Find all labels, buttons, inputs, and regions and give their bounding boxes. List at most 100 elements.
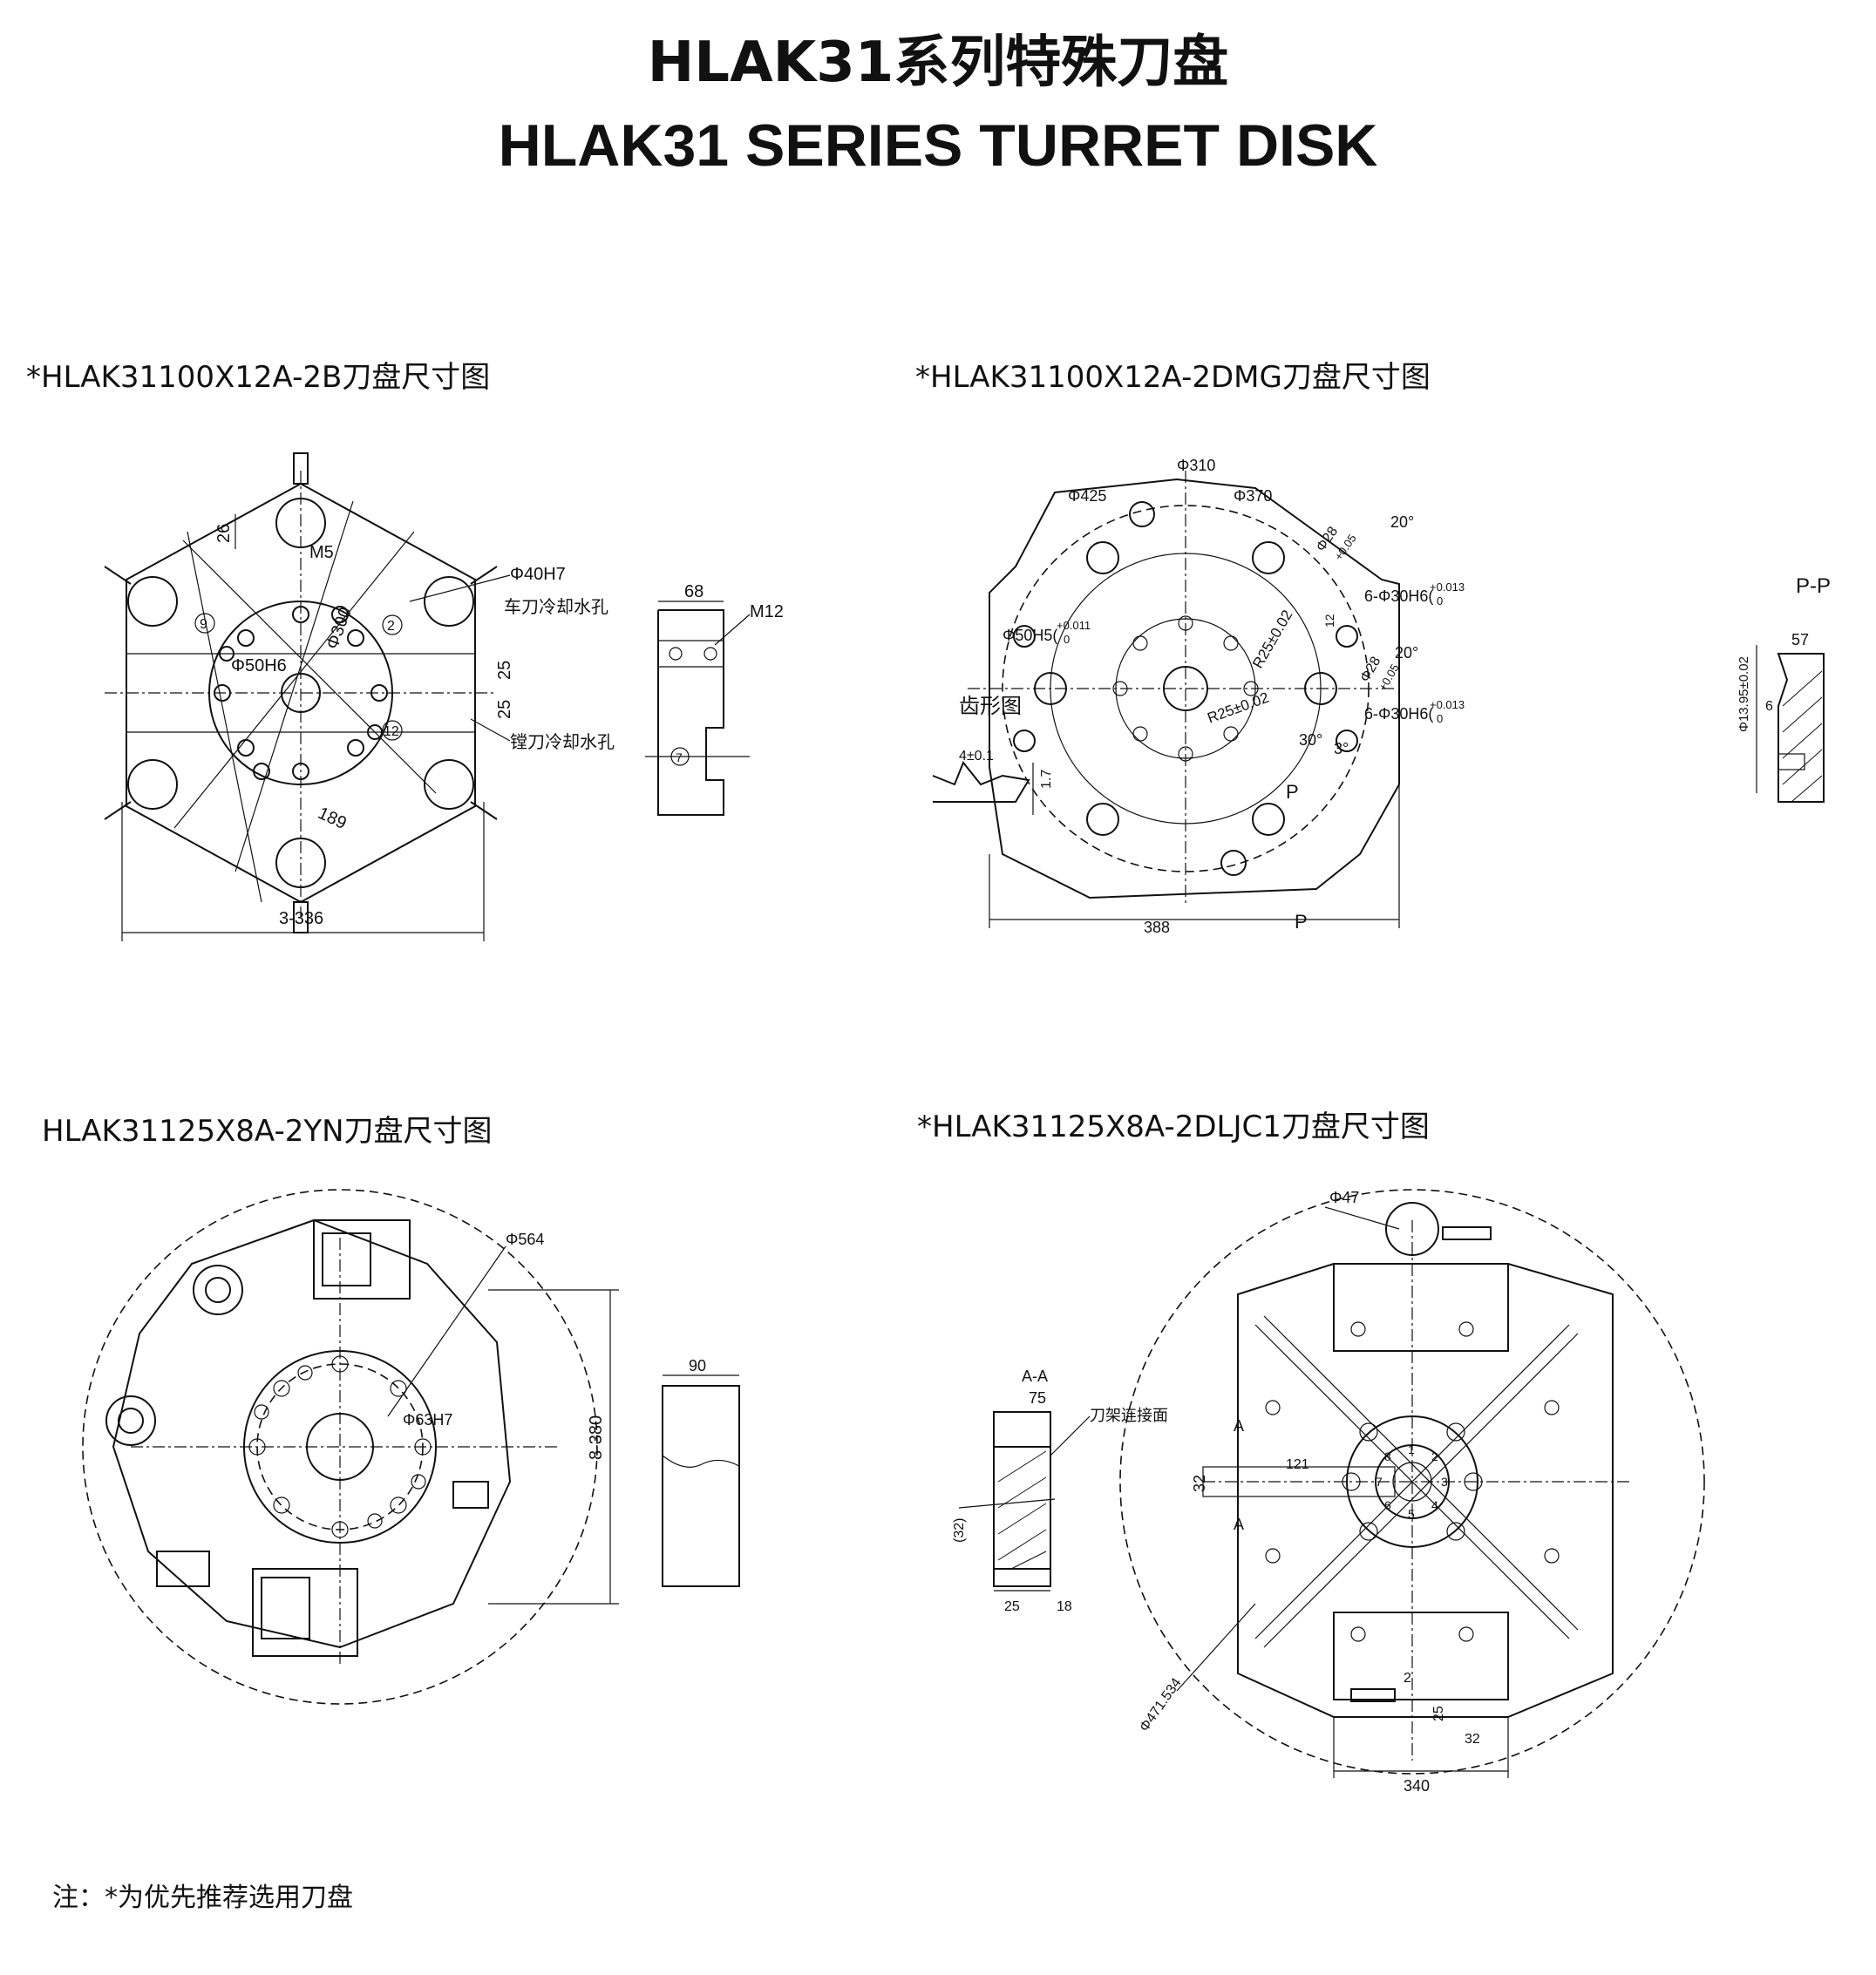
label-a1: A xyxy=(1234,1417,1244,1435)
label-a2: A xyxy=(1234,1516,1244,1533)
disk-outline xyxy=(989,478,1400,899)
aa-75: 75 xyxy=(1029,1389,1046,1407)
zero-a: 0 xyxy=(1437,594,1443,607)
aa-32p: (32) xyxy=(952,1518,967,1543)
caption-2b: *HLAK31100X12A-2B刀盘尺寸图 xyxy=(26,360,491,395)
label-9: 9 xyxy=(200,617,207,632)
dim-ang3: 3° xyxy=(1334,740,1349,757)
dim-8-380: 8-380 xyxy=(587,1415,606,1460)
pp-d1395: Φ13.95±0.02 xyxy=(1737,656,1751,732)
dim-ang30: 30° xyxy=(1299,731,1322,749)
ring-2: 2 xyxy=(1431,1449,1438,1463)
dim-d564: Φ564 xyxy=(506,1231,544,1248)
dim-2: 2 xyxy=(1404,1671,1411,1686)
caption-2yn: HLAK31125X8A-2YN刀盘尺寸图 xyxy=(42,1114,493,1149)
dim-r25: R25±0.02 xyxy=(1249,607,1295,671)
footnote: 注：*为优先推荐选用刀盘 xyxy=(52,1883,353,1913)
dim-388: 388 xyxy=(1144,919,1170,936)
dim-d310: Φ310 xyxy=(1177,457,1215,474)
ring-3: 3 xyxy=(1441,1475,1448,1489)
pcd-circle xyxy=(208,601,393,785)
side-view-2b: 68 M12 7 xyxy=(645,582,784,816)
bolt-holes-2yn xyxy=(248,1355,432,1538)
dim-d425: Φ425 xyxy=(1068,487,1106,505)
aa-title: A-A xyxy=(1022,1368,1048,1385)
dim-121: 121 xyxy=(1286,1457,1309,1472)
aa-18: 18 xyxy=(1057,1599,1072,1614)
center-bore xyxy=(281,673,321,713)
slots-2dljc1 xyxy=(1202,1315,1579,1648)
side-view-2yn: 90 xyxy=(662,1357,740,1587)
ring-1: 1 xyxy=(1408,1442,1415,1456)
dim-68: 68 xyxy=(684,582,704,601)
zero-b: 0 xyxy=(1064,633,1070,646)
dim-d50h5: Φ50H5( xyxy=(1003,627,1057,644)
aa-25: 25 xyxy=(1004,1599,1020,1614)
tol-0011: +0.011 xyxy=(1057,619,1091,632)
pp-6: 6 xyxy=(1765,699,1773,714)
label-12: 12 xyxy=(384,724,399,739)
dim-3-336: 3-336 xyxy=(279,909,323,928)
tooth-height: 1.7 xyxy=(1039,770,1054,789)
dim-32b: 32 xyxy=(1465,1732,1480,1747)
bolt-holes-2dljc1 xyxy=(1265,1321,1560,1642)
label-p-main: P xyxy=(1286,781,1299,803)
label-coolant-turning: 车刀冷却水孔 xyxy=(504,597,608,617)
drawing-2b: 9 2 12 26 M5 Φ40H7 车刀冷却水孔 Φ300 Φ50H6 25 … xyxy=(104,452,784,941)
tool-pockets-2dmg xyxy=(1013,501,1358,876)
dim-ang20b: 20° xyxy=(1395,644,1418,662)
ring-5: 5 xyxy=(1408,1507,1415,1521)
label-p-bottom: P xyxy=(1295,911,1308,933)
drawing-2dmg: 388 Φ425 Φ310 Φ370 20° Φ28 +0.05 6-Φ30H6… xyxy=(932,457,1831,936)
disk-body xyxy=(112,1218,512,1649)
pp-57: 57 xyxy=(1791,631,1809,648)
tol-0013a: +0.013 xyxy=(1430,580,1465,594)
dim-90: 90 xyxy=(689,1357,706,1374)
ring-8: 8 xyxy=(1384,1449,1391,1463)
dim-d370: Φ370 xyxy=(1234,487,1272,505)
tooth-title: 齿形图 xyxy=(959,695,1022,718)
title-en: HLAK31 SERIES TURRET DISK xyxy=(498,112,1378,179)
dim-d50h6: Φ50H6 xyxy=(231,656,287,675)
label-2: 2 xyxy=(387,619,395,634)
dim-25b: 25 xyxy=(495,700,514,719)
ring-7: 7 xyxy=(1376,1475,1383,1489)
caption-2dljc1: *HLAK31125X8A-2DLJC1刀盘尺寸图 xyxy=(917,1110,1430,1144)
aa-face: 刀架连接面 xyxy=(1090,1407,1168,1424)
dim-d30h6a: 6-Φ30H6( xyxy=(1364,587,1433,605)
drawing-2yn: Φ564 Φ63H7 8-380 90 xyxy=(82,1189,740,1705)
ring-6: 6 xyxy=(1384,1498,1391,1512)
dim-d30h6b: 6-Φ30H6( xyxy=(1364,705,1433,723)
caption-2dmg: *HLAK31100X12A-2DMG刀盘尺寸图 xyxy=(915,360,1431,395)
dim-r25b: R25±0.02 xyxy=(1205,689,1271,727)
pp-section: P-P Φ13.95±0.02 57 6 xyxy=(1737,574,1831,803)
pp-title: P-P xyxy=(1796,574,1831,598)
drawing-2dljc1: 1 2 3 4 5 6 7 8 Φ47 A A 32 121 Φ471.534 … xyxy=(952,1189,1705,1795)
dim-340: 340 xyxy=(1404,1777,1430,1795)
dim-189: 189 xyxy=(315,804,350,833)
disk-body-2dljc1 xyxy=(1237,1263,1614,1718)
dim-m5: M5 xyxy=(309,543,334,562)
label-coolant-boring: 镗刀冷却水孔 xyxy=(510,732,615,752)
dim-ang20a: 20° xyxy=(1390,513,1414,531)
dim-d63h7: Φ63H7 xyxy=(403,1411,452,1429)
bolt-holes xyxy=(214,606,388,780)
label-7: 7 xyxy=(676,750,683,764)
ring-numbers: 1 2 3 4 5 6 7 8 xyxy=(1376,1442,1448,1521)
bolt-holes-2dmg xyxy=(1112,615,1259,762)
ring-4: 4 xyxy=(1431,1498,1438,1512)
tool-holders-2yn xyxy=(105,1219,489,1657)
tooth-width: 4±0.1 xyxy=(959,749,994,764)
dim-d40h7: Φ40H7 xyxy=(510,565,566,584)
zero-c: 0 xyxy=(1437,712,1443,725)
outer-circle xyxy=(82,1189,598,1705)
dim-32: 32 xyxy=(1191,1475,1208,1492)
dim-25b: 25 xyxy=(1431,1706,1446,1721)
dim-r12: 12 xyxy=(1322,614,1336,628)
title-cn: HLAK31系列特殊刀盘 xyxy=(647,31,1229,95)
tooth-profile: 齿形图 4±0.1 1.7 xyxy=(932,695,1054,815)
dim-m12: M12 xyxy=(750,602,784,621)
tol-0013b: +0.013 xyxy=(1430,698,1465,711)
tool-pockets xyxy=(127,498,474,888)
aa-section: A-A 75 刀架连接面 (32) 25 18 xyxy=(952,1368,1168,1614)
